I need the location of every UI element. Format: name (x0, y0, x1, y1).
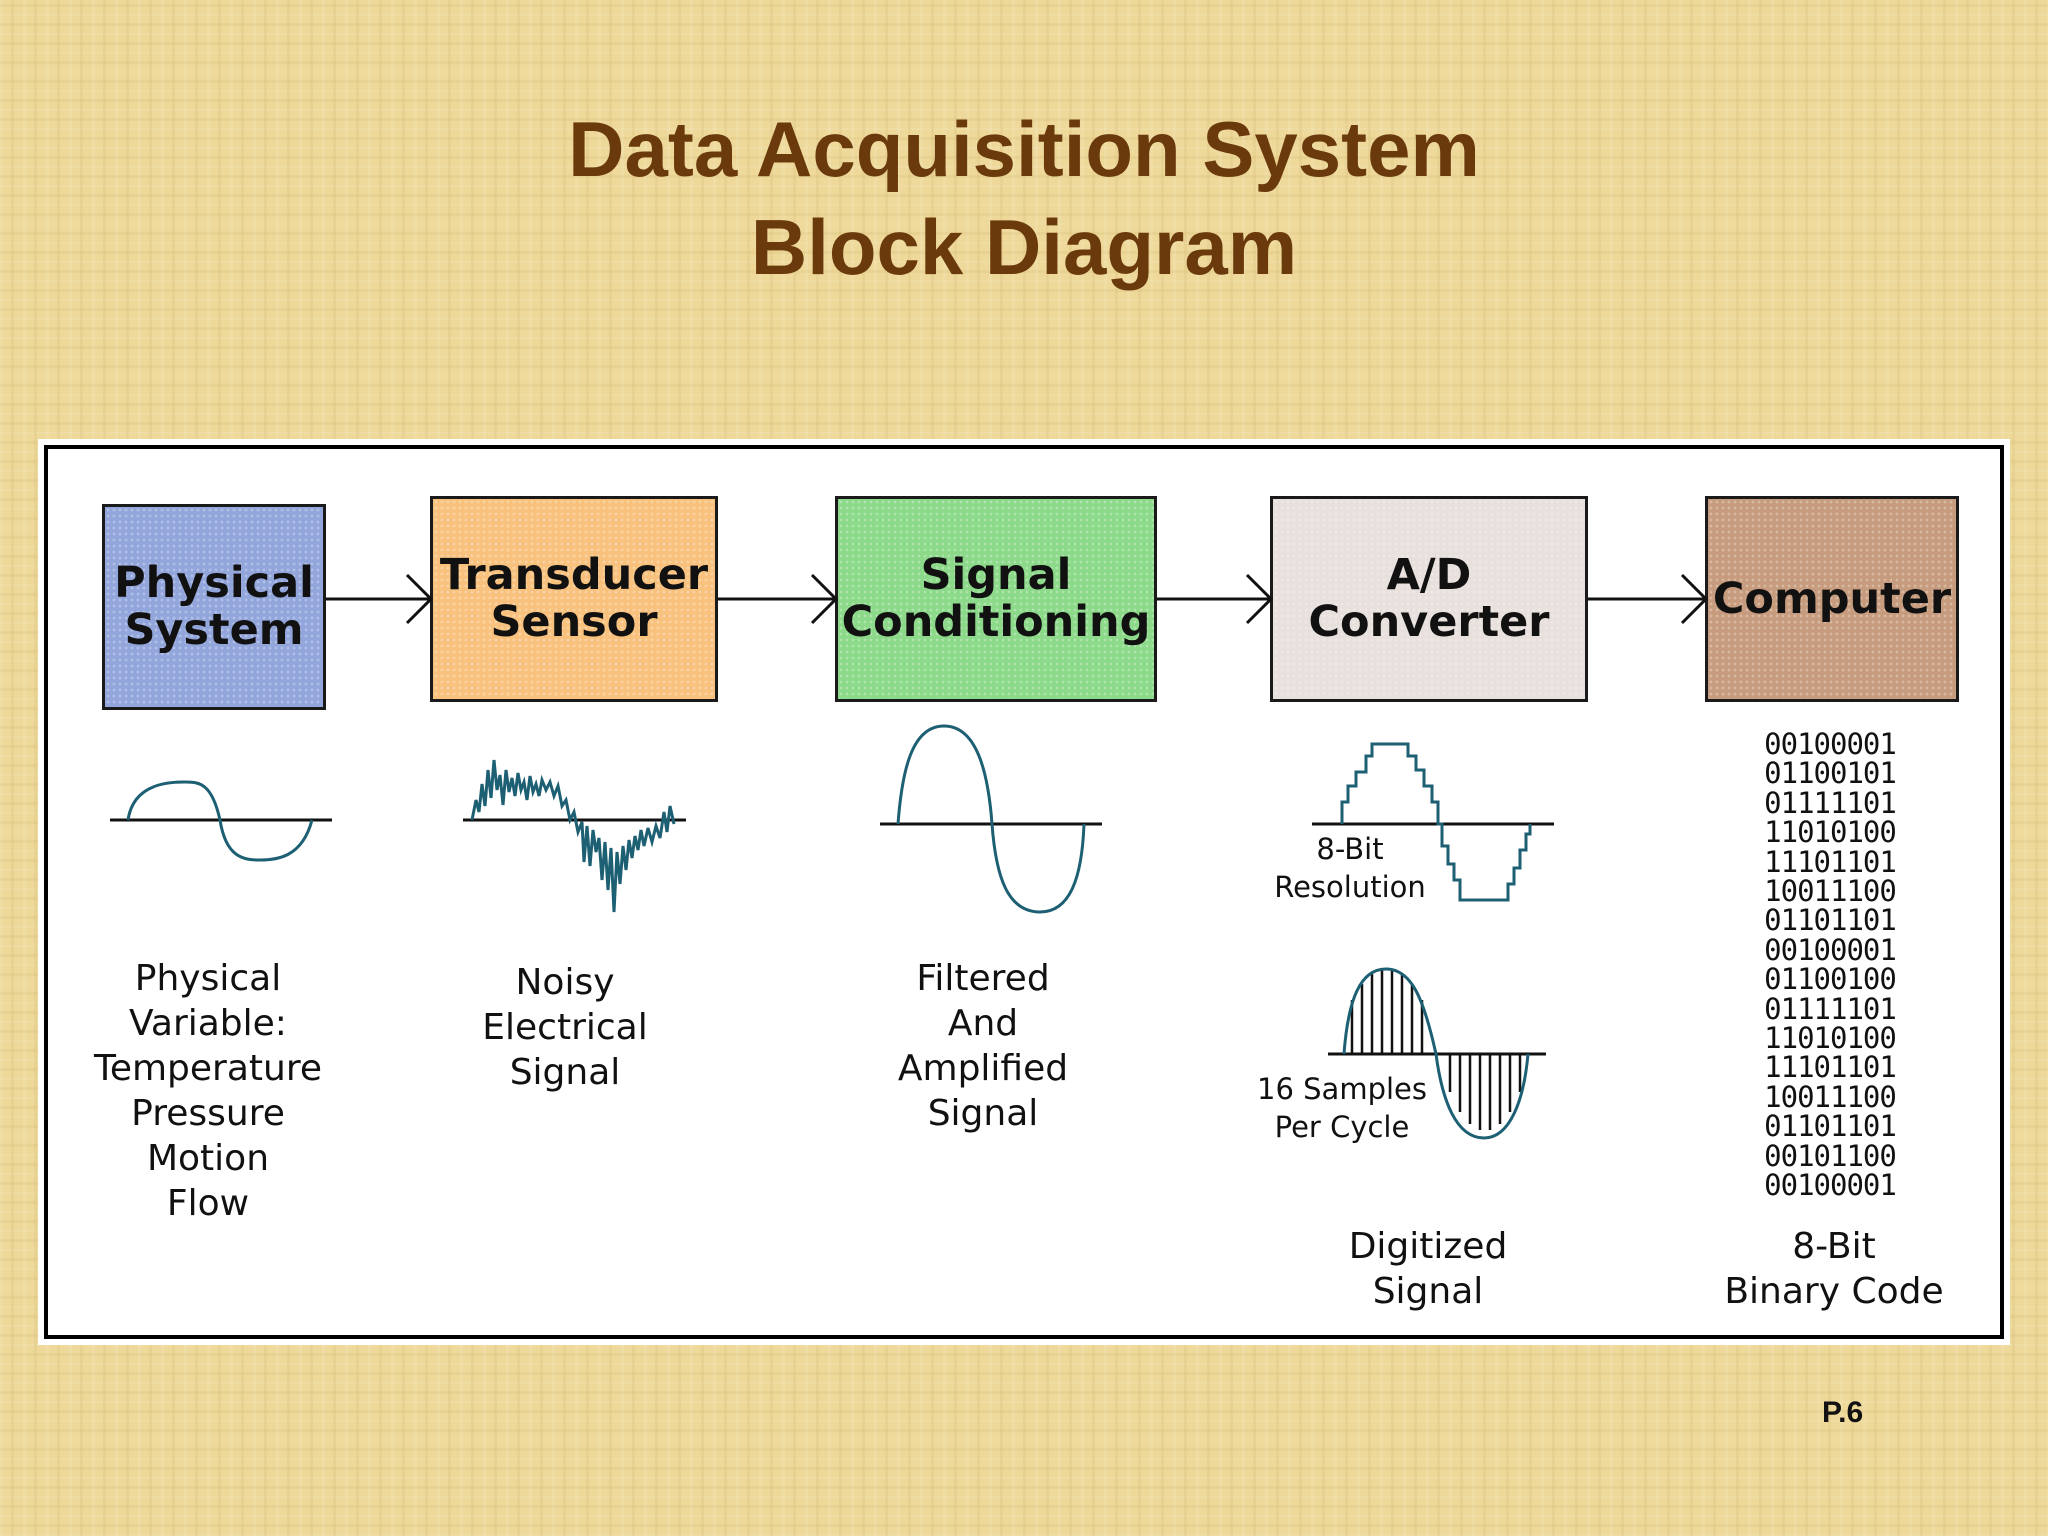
block-computer-label: Computer (1712, 573, 1952, 624)
binary-line: 01100100 (1764, 962, 1897, 997)
binary-line: 00100001 (1764, 932, 1897, 967)
binary-line: 00100001 (1764, 1168, 1897, 1203)
binary-line: 01111101 (1764, 785, 1897, 820)
arrow-1 (326, 573, 434, 625)
arrow-2 (718, 573, 839, 625)
binary-line: 11010100 (1764, 815, 1897, 850)
noisy-signal-waveform (463, 759, 686, 913)
binary-line: 11010100 (1764, 1021, 1897, 1056)
caption-filtered-signal: Filtered And Amplified Signal (897, 958, 1069, 1134)
block-transducer-sensor: Transducer Sensor (430, 496, 718, 702)
filtered-amplified-waveform (880, 724, 1102, 914)
quantized-waveform (1312, 742, 1554, 902)
block-physical-system-label: Physical System (114, 558, 314, 655)
note-8-bit-resolution: 8-Bit Resolution (1274, 832, 1426, 904)
block-transducer-sensor-label: Transducer Sensor (439, 550, 709, 647)
block-ad-converter: A/D Converter (1270, 496, 1588, 702)
title-line-1: Data Acquisition System (568, 105, 1480, 193)
binary-line: 00101100 (1764, 1138, 1897, 1173)
block-signal-conditioning: Signal Conditioning (835, 496, 1157, 702)
title-line-2: Block Diagram (750, 203, 1298, 291)
binary-line: 01111101 (1764, 991, 1897, 1026)
binary-line: 01101101 (1764, 1109, 1897, 1144)
binary-line: 11101101 (1764, 844, 1897, 879)
block-physical-system: Physical System (102, 504, 326, 710)
note-16-samples: 16 Samples Per Cycle (1257, 1072, 1427, 1144)
arrow-4 (1588, 573, 1709, 625)
caption-noisy-signal: Noisy Electrical Signal (482, 962, 648, 1093)
arrow-3 (1157, 573, 1274, 625)
block-signal-conditioning-label: Signal Conditioning (841, 550, 1151, 647)
block-computer: Computer (1705, 496, 1959, 702)
slide-title: Data Acquisition System Block Diagram (0, 100, 2048, 296)
binary-line: 01101101 (1764, 903, 1897, 938)
sampled-waveform (1328, 967, 1546, 1140)
binary-line: 01100101 (1764, 756, 1897, 791)
physical-variable-waveform (110, 780, 332, 862)
binary-line: 11101101 (1764, 1050, 1897, 1085)
binary-code-list: 00100001 01100101 01111101 11010100 1110… (1720, 727, 1940, 1203)
block-ad-converter-label: A/D Converter (1308, 550, 1550, 647)
page-number: P.6 (1822, 1396, 1864, 1429)
caption-physical-variable: Physical Variable: Temperature Pressure … (93, 958, 323, 1224)
binary-line: 00100001 (1764, 727, 1897, 761)
caption-digitized-signal: Digitized Signal (1348, 1226, 1508, 1312)
binary-line: 10011100 (1764, 1079, 1897, 1114)
binary-line: 10011100 (1764, 874, 1897, 909)
caption-binary-code: 8-Bit Binary Code (1724, 1226, 1944, 1312)
